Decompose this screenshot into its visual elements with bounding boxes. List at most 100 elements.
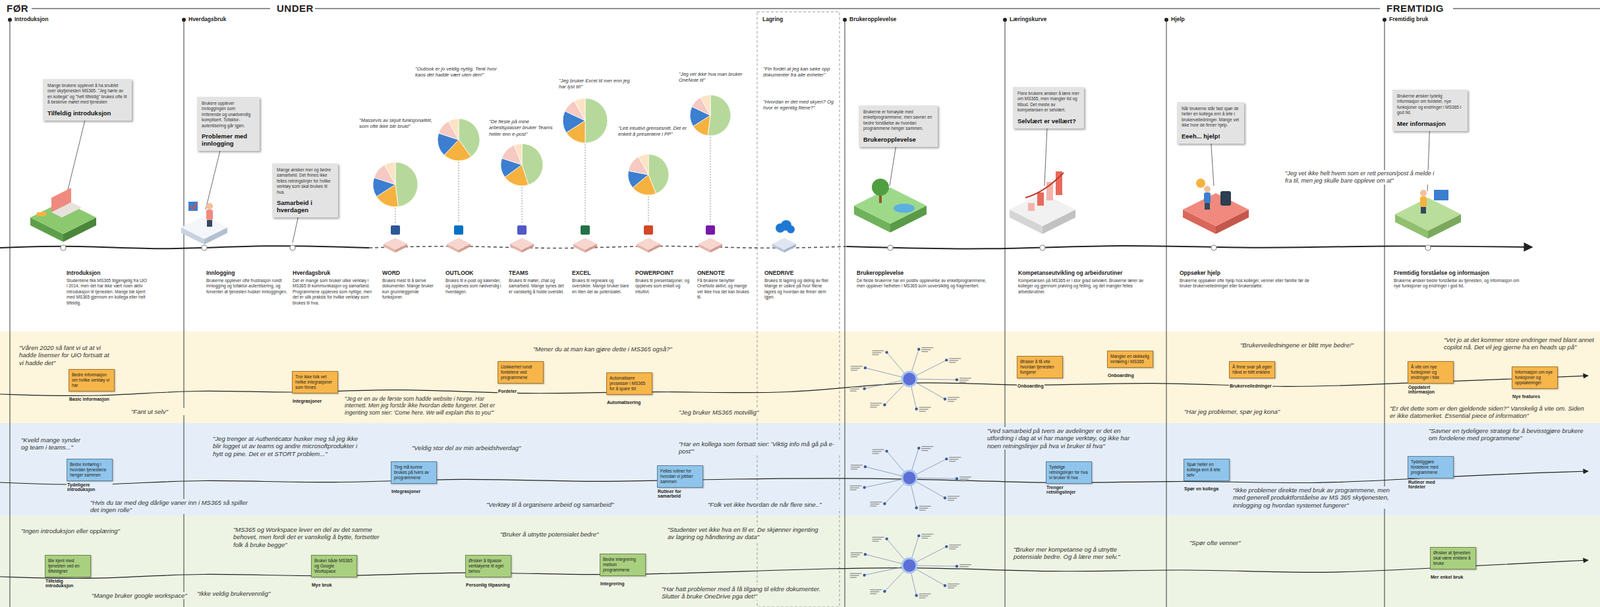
leader-line [521,187,523,223]
quote: "Ikke problemer direkte med bruk av prog… [1232,486,1402,509]
sticky-label: Onboarding [1107,372,1135,378]
mind-map-textbar [919,593,932,594]
callout-box: Brukerne ønsker tydelig informasjon om f… [1392,89,1468,132]
sticky-body: Felles rutiner for hvordan vi jobber sam… [660,468,700,485]
quote: "Verktøy til å organisere arbeid og sama… [485,500,646,509]
quote: "Er det dette som er den gjeldende siden… [1389,404,1589,420]
stage-description: Brukes til lagring og deling av filer. M… [764,278,835,301]
stage-title: Brukeropplevelse [856,269,989,277]
sticky-note: Ønsker å få vite hvordan tjenesten funge… [1016,355,1063,391]
sticky-paper: Tror ikke folk vet hvilke integrasjoner … [291,371,339,394]
mind-map-textbar [947,398,957,400]
mind-map-textbar [921,446,934,447]
section-dot [1002,17,1007,22]
person-legs [1204,202,1210,210]
mind-map-textbar [850,464,863,466]
mind-map-textbar [959,480,967,482]
sticky-body: Informasjon om nye funksjoner og oppdate… [1514,369,1555,386]
leader-line [65,112,87,198]
section-label: Introduksjon [13,15,49,23]
mind-map-dot [883,589,886,593]
mind-map-textbar [921,347,934,348]
mind-map [850,533,972,599]
sticky-paper: Usikkerhet rundt fordelene ved programme… [497,361,544,384]
quote: "Våren 2020 så fant vi ut at vi hadde li… [18,343,113,367]
storage-frame [757,11,840,607]
quote: "Mange bruker google workspace" [90,591,192,600]
phase-title: FREMTIDIG [1385,2,1446,15]
sticky-note: Bedre integrering mellom programmeneInte… [599,553,646,588]
sticky-paper: Bedre integrering mellom programmene [599,553,646,576]
callout-box: Brukere opplever innloggingen som irrite… [197,96,260,151]
stage-description: Brukes til presentasjoner, og oppleves s… [635,278,694,295]
sticky-paper: Felles rutiner for hvordan vi jobber sam… [657,465,704,488]
sticky-note: Bruker både MS365 og Google WorkspaceMye… [311,554,358,590]
mind-map-textbar [872,350,885,352]
phone [1220,191,1231,206]
mind-map-dot [863,465,867,468]
platform-top [1009,193,1076,227]
person-head [1203,185,1211,193]
quote: "Jeg bruker Excel til mer enn jeg har ly… [558,77,632,91]
sticky-note: Ting må kunne brukes på tvers av program… [390,461,437,496]
platform-top [772,237,797,250]
stage-description: Det er mange som bruker ulike verktøy i … [292,278,375,306]
mind-map-textbar [850,365,863,367]
sticky-label: Trenger retningslinjer [1045,485,1092,495]
sticky-body: Tydeliggjøre fordelene med programmene [1410,459,1451,476]
callout-heading: Mer informasjon [1397,119,1463,128]
mind-map-textbar [921,535,931,537]
sticky-label: Oppdatert informasjon [1407,384,1454,395]
section-dot [842,17,847,22]
mind-map-textbar [947,495,960,497]
platform-top [1395,197,1461,231]
sticky-note: Mangler en skikkelig innføring i MS365On… [1107,350,1154,380]
phase-title: UNDER [275,2,315,15]
stage-title: ONEDRIVE [764,269,835,277]
stage-title: Hverdagsbruk [292,269,375,277]
section-label: Fremtidig bruk [1388,15,1430,23]
mind-map-dot [885,537,888,540]
quote: "Vet jo at det kommer store endringer me… [1443,336,1595,352]
phase-line [1453,8,1600,10]
callout-box: Mange ønsker mer og bedre samarbeid. Det… [272,163,339,218]
sticky-body: Mangler en skikkelig innføring i MS365 [1110,353,1150,365]
sticky-note: Bedre informasjon om hvilke verktøy vi h… [68,369,115,404]
stage-title: EXCEL [571,269,630,277]
stage-title: OUTLOOK [445,269,504,277]
sticky-body: Tydelige retningslinjer for hva vi bruke… [1049,464,1089,481]
quote: "Brukerveiledningene er blitt mye bedre!… [1239,341,1380,349]
quote: "Har hatt problemer med å få tilgang til… [660,585,824,601]
pie-slice [384,162,396,185]
mind-map-textbar [948,458,959,460]
mind-map-textbar [947,400,955,402]
sticky-label: Brukerveiledninger [1228,383,1273,389]
quote: "Ingen introduksjon eller opplæring" [20,527,154,535]
sticky-paper: Ønsker at tjenesten skal være enklere å … [1429,546,1477,570]
sticky-label: Tydeligere introduksjon [66,482,113,492]
section-line [9,19,11,607]
sticky-label: Personlig tilpasning [465,582,511,588]
section-label: Brukeropplevelse [848,15,897,23]
sticky-body: Ønsker at tjenesten skal være enklere å … [1433,550,1473,567]
cloud-icon [786,225,795,234]
sticky-paper: Ønsker å tilpasse verktøyene til eget be… [465,554,512,578]
stage-title: Fremtidig forståelse og informasjon [1393,269,1526,277]
mind-map-dot [943,496,947,499]
sticky-label: Spør en kollega [1183,486,1220,491]
mind-map-dot [914,407,918,410]
sticky-note: Bedre innføring i hvordan tjenestene hen… [66,458,113,494]
person-body [1420,196,1427,207]
person-legs [1420,206,1427,214]
mind-map-dot [917,446,920,450]
stage-title: POWERPOINT [635,269,694,277]
journey-dot [201,245,207,251]
sticky-note: Å vite om nye funksjoner og endringer i … [1407,361,1454,397]
quote: "Ved samarbeid på tvers av avdelinger er… [986,427,1137,450]
quote: "Jeg vet ikke helt hvem som er rett pers… [1285,170,1437,185]
sticky-body: Å finne svar på egen hånd er blitt enkle… [1232,364,1272,375]
stage-description: Studentene fikk MS365 tilgjengelig fra U… [66,278,149,306]
journey-dot [1425,245,1431,251]
callout-box: Mange brukere opplevet å ha snublet over… [42,79,132,121]
mind-map-textbar [948,357,961,359]
